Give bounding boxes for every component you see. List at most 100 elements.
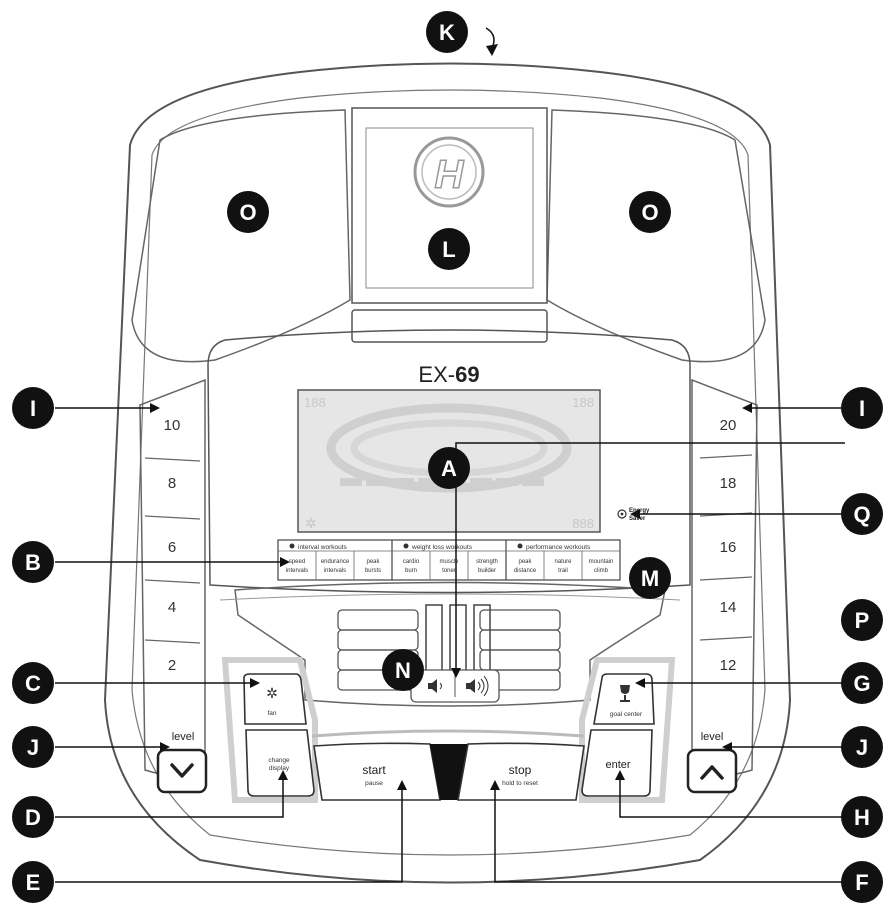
start-stop-bar-top — [311, 729, 585, 738]
change-display-line1: change — [268, 757, 290, 764]
lcd-left-readout: 188 — [304, 395, 326, 410]
level-up-button[interactable] — [686, 748, 738, 794]
mode-group-title: weight loss workouts — [411, 544, 473, 551]
mode-group-title: interval workouts — [298, 544, 348, 551]
workout-mode-label: peak — [366, 559, 380, 565]
left-level-tick — [144, 457, 201, 462]
enter-label: enter — [605, 759, 630, 771]
callout-letter: P — [855, 608, 870, 633]
callout-d: D — [12, 796, 54, 838]
media-tray-inner — [365, 127, 534, 289]
callout-letter: O — [239, 200, 256, 225]
callout-badge — [428, 228, 470, 270]
callout-letter: A — [441, 456, 457, 481]
right-speaker-panel — [546, 109, 766, 363]
left-button-band — [221, 657, 318, 803]
callout-badge — [12, 541, 54, 583]
logo-badge-inner — [421, 144, 477, 200]
workout-mode-button[interactable]: muscle toner — [439, 559, 459, 574]
level-down-button[interactable] — [156, 748, 208, 794]
callout-badge — [841, 493, 883, 535]
interval-icon — [289, 543, 295, 549]
callout-o: O — [629, 191, 671, 233]
model-name: EX-69 — [418, 362, 479, 387]
volume-up-icon[interactable] — [466, 675, 489, 697]
callout-badge — [629, 557, 671, 599]
left-level-mark: 8 — [168, 475, 176, 492]
callout-letter: K — [439, 20, 455, 45]
callout-letter: Q — [853, 502, 870, 527]
callout-letter: C — [25, 671, 41, 696]
callout-l: L — [428, 228, 470, 270]
workout-mode-label: intervals — [286, 568, 308, 574]
mode-group-title: performance workouts — [526, 544, 591, 551]
energy-saver-indicator — [617, 509, 627, 519]
workout-mode-label: toner — [442, 568, 456, 574]
callout-n: N — [382, 649, 424, 691]
workout-mode-label: mountain — [589, 559, 614, 565]
right-level-tick — [699, 576, 753, 581]
right-level-mark: 12 — [720, 657, 737, 674]
logo-monogram: H — [435, 153, 465, 197]
callout-letter: M — [641, 566, 659, 591]
performance-icon — [517, 543, 523, 549]
callout-o: O — [227, 191, 269, 233]
right-level-tick — [699, 636, 753, 641]
workout-mode-strip — [277, 539, 621, 581]
callout-j: J — [841, 726, 883, 768]
workout-mode-label: muscle — [439, 559, 459, 565]
workout-mode-label: burn — [405, 568, 417, 574]
callout-badge — [629, 191, 671, 233]
change-display-line2: display — [269, 765, 290, 772]
logo-badge — [413, 136, 485, 208]
callout-letter: J — [27, 735, 39, 760]
callout-badge — [12, 387, 54, 429]
right-level-mark: 18 — [720, 475, 737, 492]
left-speaker-panel — [131, 109, 351, 363]
callout-q: Q — [841, 493, 883, 535]
callout-letter: O — [641, 200, 658, 225]
stop-button[interactable] — [457, 742, 585, 801]
callout-m: M — [629, 557, 671, 599]
workout-mode-label: peak — [518, 559, 532, 565]
start-sub-label: pause — [365, 780, 383, 787]
leader-arrows — [150, 44, 752, 790]
volume-down-icon[interactable] — [428, 679, 442, 693]
left-level-tick — [144, 579, 201, 584]
callout-badge — [841, 796, 883, 838]
right-level-tick — [699, 454, 753, 459]
callout-b: B — [12, 541, 54, 583]
callout-e: E — [12, 861, 54, 903]
callout-letter: B — [25, 550, 41, 575]
change-display-button[interactable] — [245, 729, 315, 797]
fan-button[interactable] — [243, 673, 307, 725]
energy-saver-dot — [620, 512, 624, 516]
energy-saver-line2: Saver — [629, 516, 646, 522]
callout-letter: I — [859, 396, 865, 421]
workout-mode-label: trail — [558, 568, 568, 574]
workout-mode-label: builder — [478, 568, 496, 574]
callout-a: A — [428, 447, 470, 489]
right-level-mark: 16 — [720, 539, 737, 556]
enter-button[interactable] — [581, 729, 653, 797]
level-up-label: level — [701, 731, 724, 743]
trophy-icon — [620, 685, 630, 702]
mode-strip-cells — [315, 551, 583, 580]
callout-i: I — [12, 387, 54, 429]
fan-icon: ✲ — [266, 685, 278, 701]
chevron-up-icon — [700, 765, 724, 780]
fan-label: fan — [267, 710, 276, 717]
callout-badge — [12, 796, 54, 838]
callout-letter: I — [30, 396, 36, 421]
